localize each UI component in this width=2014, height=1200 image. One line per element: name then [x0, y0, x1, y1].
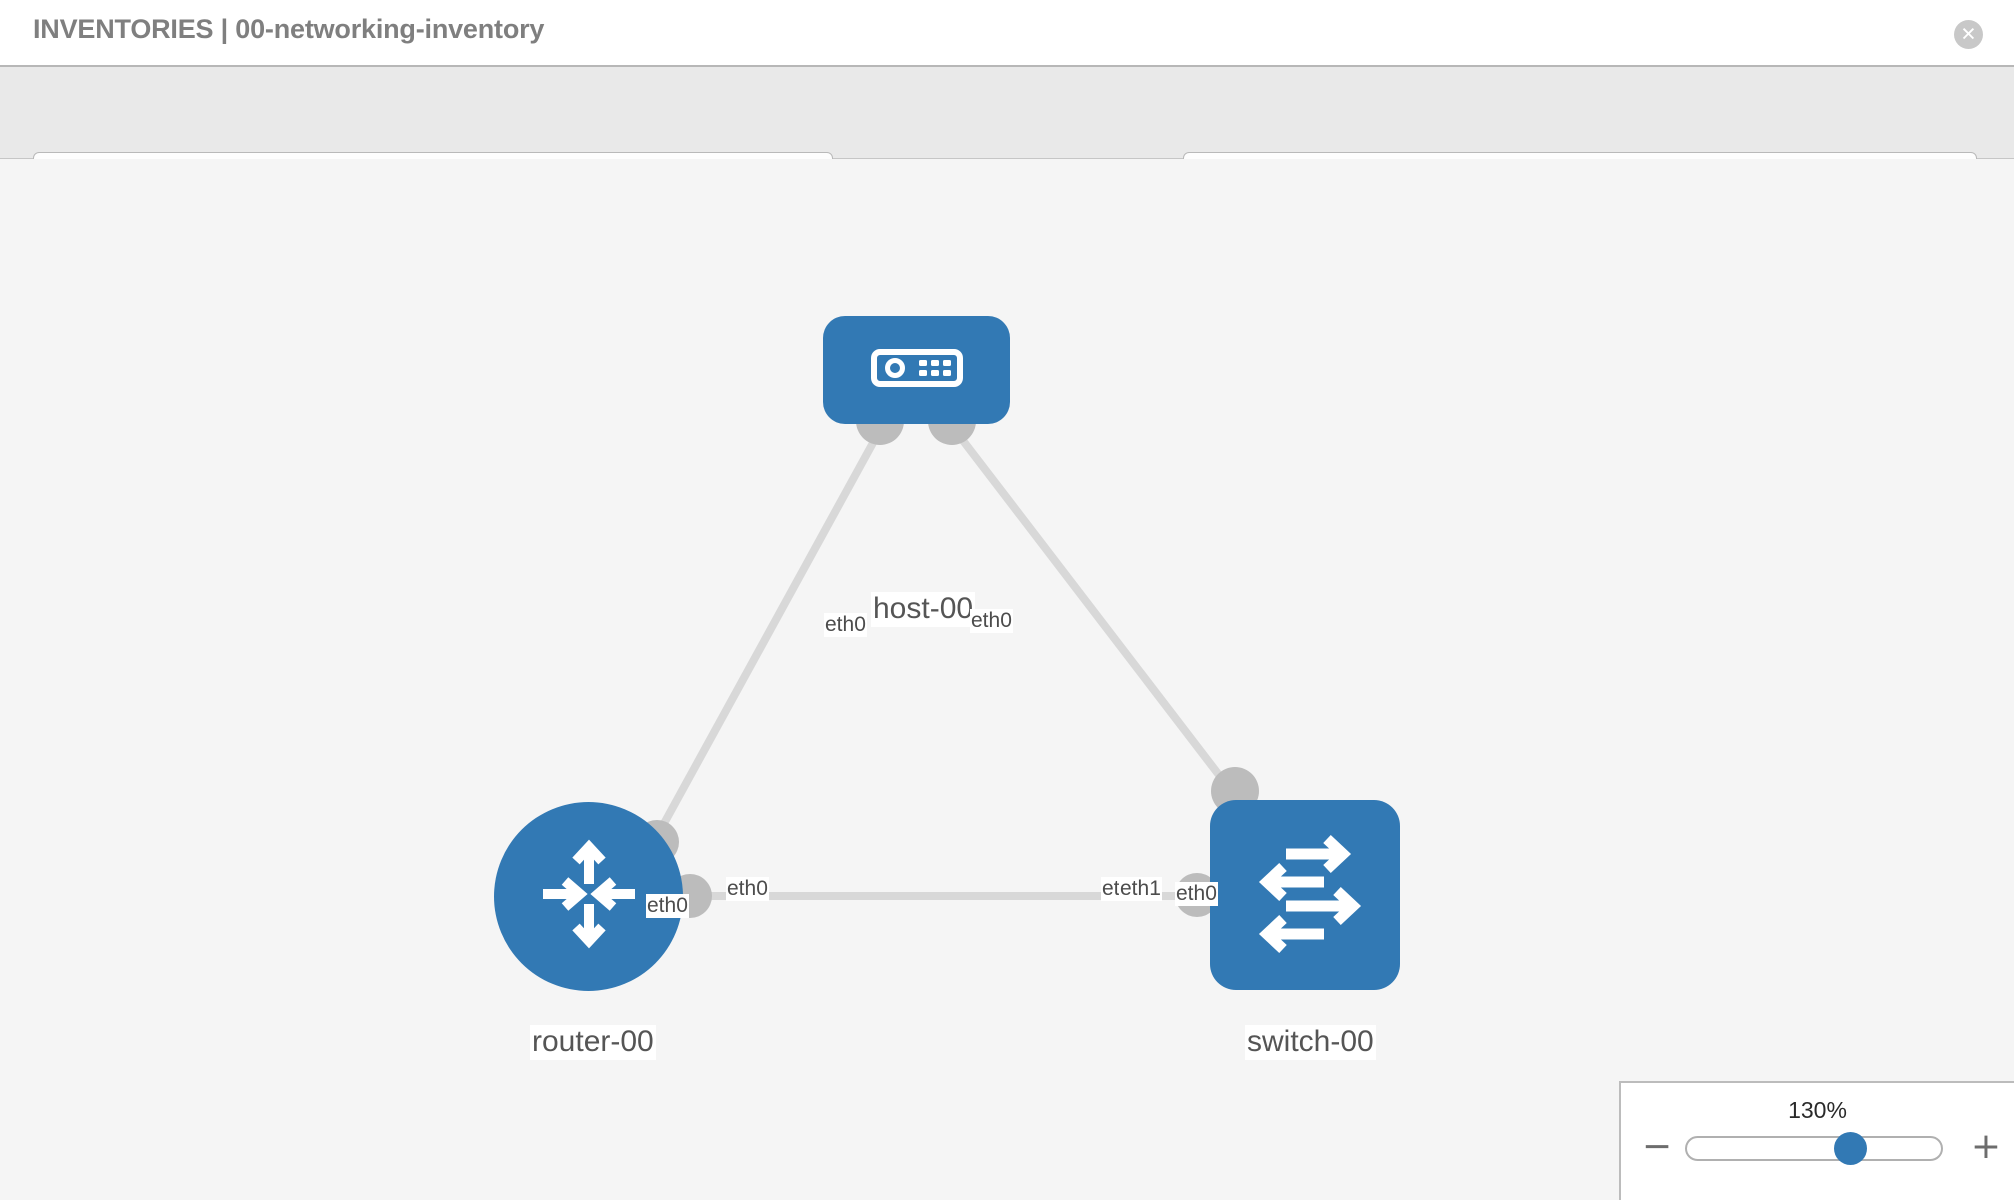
zoom-slider[interactable] — [1685, 1132, 1943, 1165]
node-label-host-00: host-00 — [871, 592, 976, 627]
zoom-control-panel: 130% − + — [1619, 1081, 2014, 1200]
zoom-out-button[interactable]: − — [1641, 1126, 1673, 1167]
page-header: INVENTORIES | 00-networking-inventory ✕ — [0, 0, 2014, 67]
server-icon — [870, 346, 963, 395]
zoom-in-button[interactable]: + — [1970, 1126, 2002, 1167]
port-label-host-left: eth0 — [824, 613, 867, 638]
link-router-host — [646, 419, 889, 851]
port-label-router-up: eth0 — [646, 894, 689, 919]
port-label-router-right: eth0 — [726, 877, 769, 902]
close-icon[interactable]: ✕ — [1954, 20, 1983, 49]
node-label-switch-00: switch-00 — [1245, 1025, 1376, 1060]
port-label-host-right: eth0 — [970, 609, 1013, 634]
zoom-slider-thumb[interactable] — [1834, 1132, 1867, 1165]
port-label-switch-up: eth0 — [1175, 882, 1218, 907]
node-host-00[interactable] — [823, 316, 1010, 424]
switch-arrows-icon — [1242, 830, 1368, 961]
node-label-router-00: router-00 — [530, 1025, 656, 1060]
close-glyph: ✕ — [1960, 23, 1977, 45]
port-label-switch-left-b: eth1 — [1119, 877, 1162, 902]
page-title: INVENTORIES | 00-networking-inventory — [33, 14, 545, 44]
topology-links-layer — [635, 397, 1259, 918]
toolbar: ACTIONS SEARCH — [0, 67, 2014, 206]
router-arrows-icon — [529, 834, 649, 959]
zoom-level-value: 130% — [1788, 1097, 1847, 1123]
topology-canvas[interactable]: host-00 router-00 switch-00 eth0 eth0 et… — [0, 159, 2014, 1200]
link-host-switch — [944, 418, 1236, 795]
node-switch-00[interactable] — [1210, 800, 1400, 990]
